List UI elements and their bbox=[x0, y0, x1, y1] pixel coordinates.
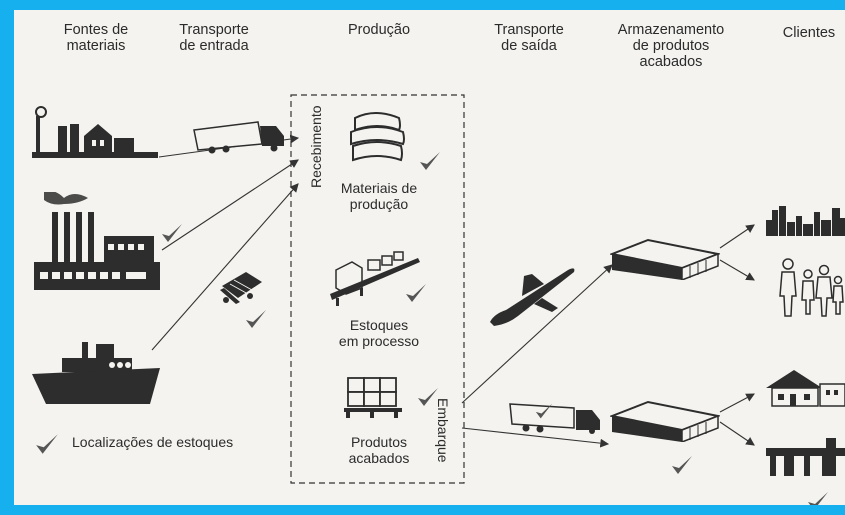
header-inbound-transport: Transporte de entrada bbox=[179, 22, 249, 54]
header-warehousing: Armazenamento de produtos acabados bbox=[617, 22, 725, 70]
city-skyline-icon bbox=[766, 206, 845, 236]
supply-chain-diagram: Fontes de materiais Transporte de entrad… bbox=[14, 10, 845, 505]
factory-icon bbox=[34, 192, 160, 290]
checkmark-icon bbox=[246, 310, 266, 328]
store-icon bbox=[766, 438, 845, 476]
checkmark-icon bbox=[420, 152, 440, 170]
checkmark-icon bbox=[672, 456, 692, 474]
truck-icon bbox=[509, 403, 600, 434]
checkmark-icon bbox=[406, 284, 426, 302]
airplane-icon bbox=[490, 268, 575, 326]
checkmark-icon bbox=[162, 224, 182, 242]
ship-icon bbox=[32, 342, 160, 404]
warehouse-icon bbox=[610, 238, 720, 280]
wip-label: Estoques em processo bbox=[338, 317, 420, 349]
warehouse-icon bbox=[610, 400, 720, 442]
connector-arrows bbox=[151, 94, 755, 484]
finished-goods-label: Produtos acabados bbox=[348, 434, 410, 466]
header-sources: Fontes de materiais bbox=[63, 22, 129, 54]
materials-label: Materiais de produção bbox=[340, 180, 418, 212]
legend: Localizações de estoques bbox=[34, 430, 294, 460]
conveyor-icon bbox=[330, 251, 420, 306]
receiving-label: Recebimento bbox=[308, 105, 324, 189]
header-customers: Clientes bbox=[782, 25, 836, 41]
checkmark-icon bbox=[418, 388, 438, 406]
material-sacks-icon bbox=[350, 112, 405, 162]
family-icon bbox=[779, 258, 844, 317]
house-icon bbox=[766, 370, 845, 407]
legend-label: Localizações de estoques bbox=[72, 434, 234, 450]
checkmark-icon bbox=[36, 434, 58, 454]
farm-icon bbox=[32, 106, 158, 158]
checkmark-icon bbox=[808, 492, 828, 505]
rail-car-icon bbox=[220, 272, 262, 304]
header-production: Produção bbox=[347, 22, 411, 38]
checkmark-icon bbox=[535, 403, 553, 419]
pallet-boxes-icon bbox=[344, 377, 402, 418]
header-outbound-transport: Transporte de saída bbox=[494, 22, 564, 54]
truck-icon bbox=[193, 121, 284, 154]
